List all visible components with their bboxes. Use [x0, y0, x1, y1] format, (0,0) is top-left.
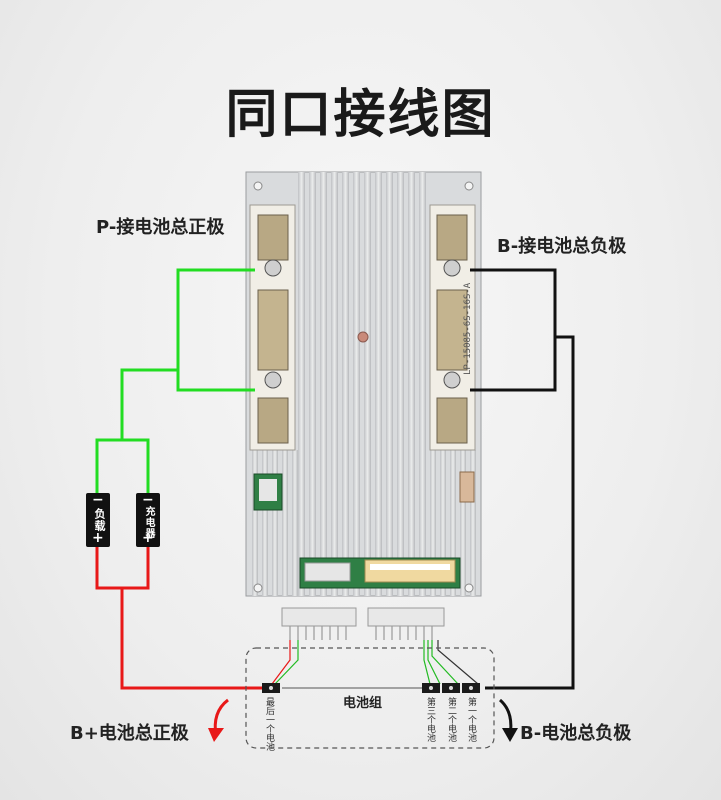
- b-plus-label: B+电池总正极: [70, 723, 189, 744]
- green-wires: [95, 268, 255, 493]
- load-block: [86, 493, 110, 547]
- cell-1-label: 第一个电池: [466, 697, 476, 742]
- p-minus-label: P-接电池总正极: [96, 217, 225, 238]
- heatsink-fins: [252, 172, 476, 596]
- red-wires: [95, 547, 268, 690]
- side-connector: [459, 471, 475, 503]
- cell-3-label: 第三个电池: [425, 697, 435, 742]
- charger-plus: +: [142, 530, 154, 546]
- load-minus: −: [92, 492, 104, 508]
- load-label: 负载: [93, 508, 106, 532]
- battery-pack-box: [245, 647, 495, 749]
- load-plus: +: [92, 530, 104, 546]
- charger-block: [136, 493, 160, 547]
- balance-wires: [271, 640, 479, 685]
- charger-label: 充电器: [143, 506, 154, 539]
- charger-minus: −: [142, 492, 154, 508]
- b-minus-bottom-label: B-电池总负极: [520, 723, 632, 744]
- b-minus-top-label: B-接电池总负极: [497, 236, 627, 257]
- cell-terminals: [262, 683, 480, 693]
- b-minus-terminal-strip: [429, 204, 476, 451]
- p-minus-terminal-strip: [249, 204, 296, 451]
- battery-pack-label: 电池组: [343, 696, 383, 711]
- bms-board: LP-15085-6S-16S-A: [245, 171, 482, 597]
- page-title: 同口接线图: [225, 85, 496, 145]
- model-text: LP-15085-6S-16S-A: [463, 282, 473, 375]
- black-wires: [470, 268, 575, 690]
- cell-2-label: 第二个电池: [446, 697, 456, 742]
- last-cell-label: 最后一个电池: [264, 697, 274, 751]
- balance-connectors: [281, 607, 445, 640]
